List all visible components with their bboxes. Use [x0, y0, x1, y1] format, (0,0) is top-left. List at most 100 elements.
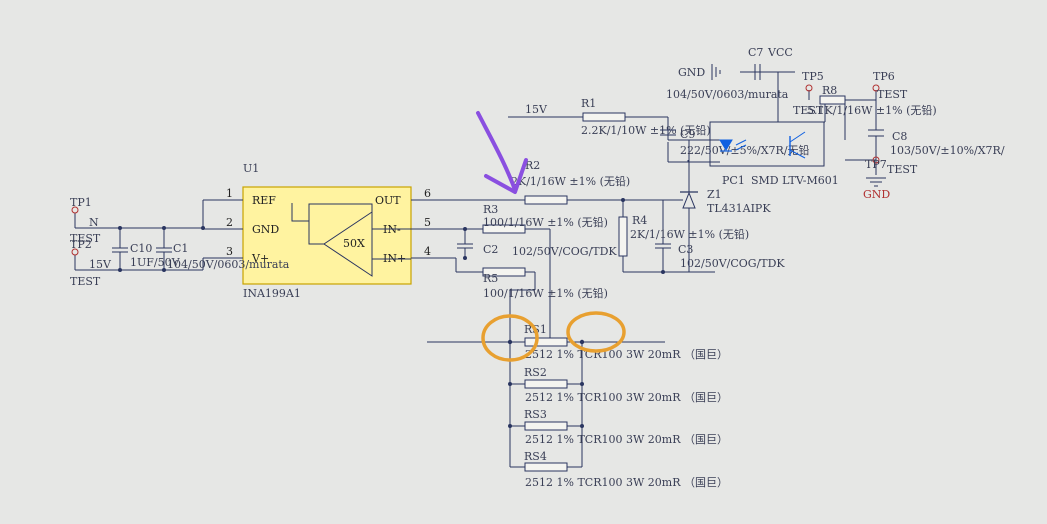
gnd-symbol-icon: [866, 177, 886, 187]
purple-arrowhead-annotation: [484, 158, 528, 194]
tp7-type: TEST: [887, 163, 918, 176]
rs3-body[interactable]: [524, 421, 568, 431]
r2-body[interactable]: [524, 195, 568, 205]
u1-pin-out: OUT: [375, 194, 401, 207]
c9-capacitor[interactable]: [660, 129, 676, 136]
pc1-designator: PC1: [722, 174, 745, 187]
u1-pin4-num: 4: [424, 245, 431, 258]
r8-body[interactable]: [819, 95, 846, 105]
tp6-pad[interactable]: [872, 84, 880, 92]
tp7-designator: TP7: [865, 158, 887, 171]
r1-net: 15V: [525, 103, 548, 116]
purple-arrow-annotation: [476, 111, 517, 192]
r1-value: 2.2K/1/10W ±1% (无铅): [581, 123, 711, 137]
tp1-type: TEST: [70, 232, 101, 245]
c9-designator: C9: [680, 128, 695, 141]
u1-ina199a1[interactable]: U1 INA199A1 REF GND V+ OUT IN- IN+ 1 2 3…: [226, 162, 431, 300]
tp2-pad[interactable]: [71, 248, 79, 256]
tp1-designator: TP1: [70, 196, 92, 209]
c8-designator: C8: [892, 130, 907, 143]
r8-value: 5.1K/1/16W ±1% (无铅): [807, 103, 937, 117]
z1-tl431[interactable]: [660, 140, 698, 272]
u1-pin6-num: 6: [424, 187, 431, 200]
left-junctions: [118, 226, 205, 272]
orange-circle-left-annotation: [481, 314, 539, 362]
rs3-designator: RS3: [524, 408, 547, 421]
u1-pin3-num: 3: [226, 245, 233, 258]
u1-pin2-num: 2: [226, 216, 233, 229]
u1-pin-ref: REF: [252, 194, 276, 207]
u1-pin-vplus: V+: [251, 252, 269, 265]
rs4-designator: RS4: [524, 450, 547, 463]
pc1-optocoupler[interactable]: [709, 121, 825, 167]
c1-value: 104/50V/0603/murata: [167, 258, 290, 271]
tp6-type: TEST: [877, 88, 908, 101]
r8-designator: R8: [822, 84, 837, 97]
rs2-value: 2512 1% TCR100 3W 20mR （国巨）: [525, 391, 728, 404]
r5-designator: R5: [483, 272, 498, 285]
r2-value: 2K/1/16W ±1% (无铅): [511, 174, 630, 188]
z1-designator: Z1: [707, 188, 722, 201]
orange-circle-right-annotation: [566, 311, 626, 353]
c7-net: VCC: [767, 46, 793, 59]
u1-amp-triangle: [323, 211, 373, 277]
tp5-pad[interactable]: [805, 84, 813, 92]
tp2-type: TEST: [70, 275, 101, 288]
tp5-type: TEST: [793, 104, 824, 117]
c7-capacitor[interactable]: [711, 64, 761, 80]
r1-body[interactable]: [582, 112, 626, 122]
tp6-designator: TP6: [873, 70, 895, 83]
pc1-led-icon: [719, 139, 733, 151]
rs4-value: 2512 1% TCR100 3W 20mR （国巨）: [525, 476, 728, 489]
c2-designator: C2: [483, 243, 498, 256]
tp1-pad[interactable]: [71, 206, 79, 214]
r1-designator: R1: [581, 97, 596, 110]
rs2-designator: RS2: [524, 366, 547, 379]
r3-body[interactable]: [482, 224, 526, 234]
z1-part: TL431AIPK: [707, 202, 771, 215]
middle-junctions: [463, 198, 665, 274]
r3-designator: R3: [483, 203, 498, 216]
tp7-pad[interactable]: [872, 156, 880, 164]
tp7-gnd: GND: [863, 188, 890, 201]
rs4-body[interactable]: [524, 462, 568, 472]
u1-pin5-num: 5: [424, 216, 431, 229]
c3-value: 102/50V/COG/TDK: [680, 257, 785, 270]
rs1-value: 2512 1% TCR100 3W 20mR （国巨）: [525, 348, 728, 361]
c8-value: 103/50V/±10%/X7R/: [890, 144, 1005, 157]
u1-pin-wires: [203, 199, 450, 259]
u1-pin1-num: 1: [226, 187, 233, 200]
c3-designator: C3: [678, 243, 693, 256]
u1-body: [242, 186, 412, 285]
tp2-designator: TP2: [70, 238, 92, 251]
top-wires: [508, 71, 884, 175]
c9-value: 222/50V/±5%/X7R/无铅: [680, 143, 810, 157]
left-wires: [74, 200, 204, 271]
tp2-net: 15V: [89, 258, 112, 271]
tp1-net: N: [89, 216, 99, 229]
u1-designator: U1: [243, 162, 259, 175]
r5-body[interactable]: [482, 267, 526, 277]
pc1-part: SMD LTV-M601: [751, 174, 839, 187]
u1-internal-out-wire: [308, 203, 373, 221]
rs1-body[interactable]: [524, 337, 568, 347]
c10-value: 1UF/50V: [130, 256, 181, 269]
c7-designator: C7: [748, 46, 763, 59]
r3-value: 100/1/16W ±1% (无铅): [483, 215, 608, 229]
c7-value: 104/50V/0603/murata: [666, 88, 789, 101]
tp5-designator: TP5: [802, 70, 824, 83]
r5-value: 100/1/16W ±1% (无铅): [483, 286, 608, 300]
c10-designator: C10: [130, 242, 152, 255]
rs2-body[interactable]: [524, 379, 568, 389]
u1-gain-label: 50X: [343, 237, 365, 250]
r4-body[interactable]: [618, 216, 628, 257]
shunt-junctions: [507, 339, 585, 428]
r4-designator: R4: [632, 214, 647, 227]
c1-designator: C1: [173, 242, 188, 255]
c2-value: 102/50V/COG/TDK: [512, 245, 617, 258]
u1-part: INA199A1: [243, 287, 301, 300]
r4-value: 2K/1/16W ±1% (无铅): [630, 227, 749, 241]
r2-designator: R2: [525, 159, 540, 172]
